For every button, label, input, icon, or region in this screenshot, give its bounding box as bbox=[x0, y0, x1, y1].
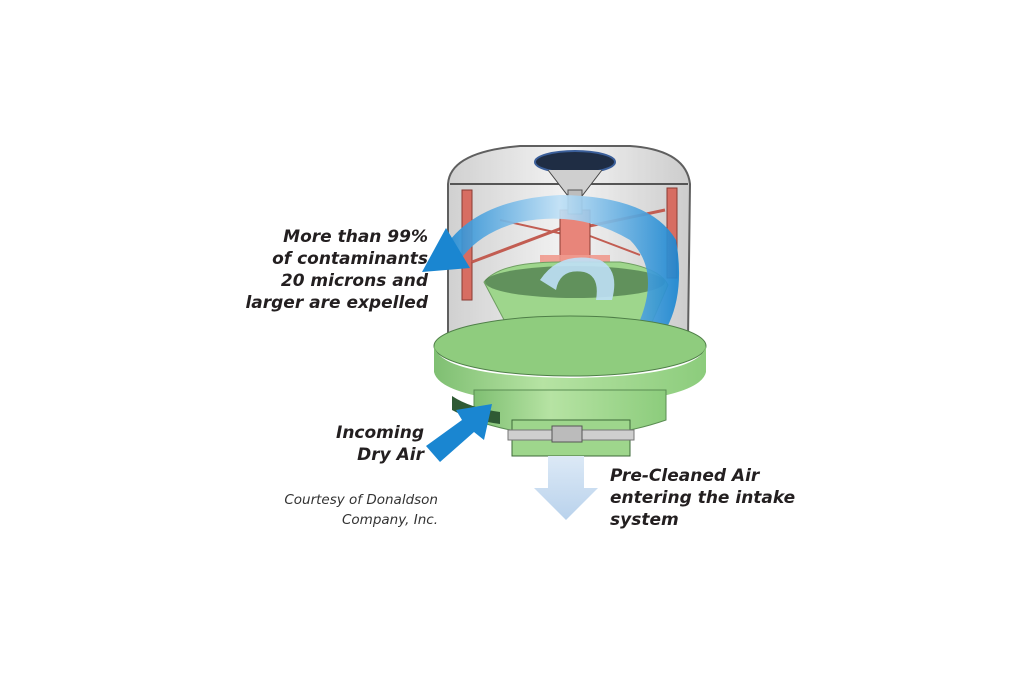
expelled-line-1: More than 99% bbox=[283, 227, 428, 247]
incoming-air-label: Incoming Dry Air bbox=[300, 422, 424, 466]
incoming-line-1: Incoming bbox=[336, 423, 424, 443]
expelled-line-2: of contaminants bbox=[272, 249, 428, 269]
expelled-line-4: larger are expelled bbox=[245, 293, 428, 313]
credit-line-2: Company, Inc. bbox=[341, 512, 438, 528]
outlet-clamp bbox=[507, 419, 635, 457]
swirl-flow-arrow bbox=[422, 195, 680, 372]
incoming-line-2: Dry Air bbox=[357, 445, 424, 465]
incoming-air-arrow bbox=[426, 404, 492, 462]
precleaned-line-1: Pre-Cleaned Air bbox=[610, 466, 760, 486]
expelled-line-3: 20 microns and bbox=[280, 271, 428, 291]
expelled-label: More than 99% of contaminants 20 microns… bbox=[240, 226, 428, 314]
precleaned-air-label: Pre-Cleaned Air entering the intake syst… bbox=[610, 465, 810, 531]
credit-line-1: Courtesy of Donaldson bbox=[284, 492, 438, 508]
clean-air-arrow bbox=[534, 456, 598, 520]
precleaned-line-2: entering the intake bbox=[610, 488, 796, 508]
precleaned-line-3: system bbox=[610, 510, 679, 530]
credit-text: Courtesy of Donaldson Company, Inc. bbox=[240, 490, 438, 530]
